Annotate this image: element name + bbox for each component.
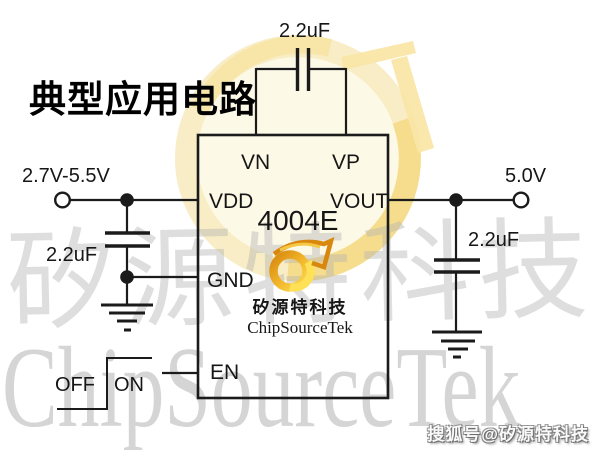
output-rail [388, 191, 530, 209]
output-terminal [512, 191, 530, 209]
chip-outline [196, 133, 390, 400]
enable-switch-waveform [57, 357, 152, 410]
switch-on-label: ON [114, 374, 144, 396]
chip-brand-cn: 矽源特科技 [252, 298, 348, 317]
chipsourcetek-logo-icon [269, 237, 335, 292]
output-voltage-label: 5.0V [505, 165, 547, 187]
watermark-en-text: ChipSourceTek [2, 324, 521, 450]
input-cap-label: 2.2uF [46, 244, 98, 266]
input-voltage-label: 2.7V-5.5V [22, 165, 110, 187]
pin-gnd-label: GND [207, 269, 254, 292]
chip-part-number: 4004E [257, 205, 339, 236]
pin-vout-label: VOUT [330, 190, 389, 213]
output-ground-icon [432, 330, 482, 359]
flying-capacitor [254, 48, 348, 136]
page-title: 典型应用电路 [29, 80, 257, 121]
chip-brand-en: ChipSourceTek [247, 318, 353, 337]
sohu-credit: 搜狐号@矽源特科技 [427, 425, 589, 444]
output-cap-label: 2.2uF [468, 229, 520, 251]
pin-en-label: EN [210, 361, 240, 384]
switch-off-label: OFF [55, 374, 95, 396]
input-capacitor [105, 200, 198, 305]
pin-vn-label: VN [241, 151, 271, 174]
flying-cap-label: 2.2uF [279, 20, 331, 42]
pin-vdd-label: VDD [209, 190, 254, 213]
pin-vp-label: VP [332, 151, 361, 174]
input-ground-icon [101, 303, 153, 332]
output-capacitor [434, 200, 480, 332]
input-terminal [54, 191, 72, 209]
